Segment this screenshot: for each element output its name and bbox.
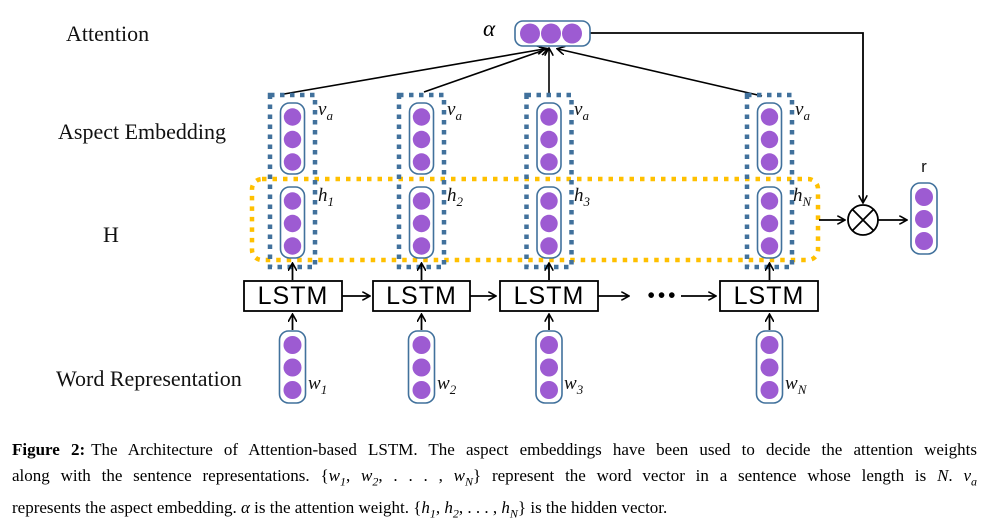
attention-line-2 — [423, 49, 547, 93]
va-label-3: va — [574, 99, 589, 123]
aspect-embedding-row-label: Aspect Embedding — [58, 119, 227, 144]
aspect-dashed-box-1 — [267, 92, 318, 270]
alpha-label: α — [483, 16, 496, 41]
w2-label: w2 — [437, 373, 457, 397]
lstm-box-2 — [372, 280, 471, 312]
va-label-2: va — [447, 99, 462, 123]
lstm-label-2: LSTM — [386, 282, 457, 310]
r-label: r — [921, 157, 927, 176]
hN-label: hN — [793, 185, 812, 209]
lstm-label-3: LSTM — [513, 282, 585, 310]
multiply-icon — [847, 204, 879, 236]
va-label-4: va — [795, 99, 810, 123]
word-vectors — [278, 330, 784, 404]
caption-line-1: Figure 2:The Architecture of Attention-b… — [12, 440, 977, 459]
attention-row-label: Attention — [66, 21, 150, 46]
aspect-dashed-box-4 — [744, 92, 795, 270]
w1-label: w1 — [308, 373, 328, 397]
column-2 — [396, 92, 447, 270]
lstm-label-4: LSTM — [733, 282, 805, 310]
architecture-diagram — [243, 20, 938, 404]
wN-label: wN — [785, 373, 807, 397]
h3-label: h3 — [574, 185, 590, 209]
va-label-1: va — [318, 99, 333, 123]
caption-line-3: represents the aspect embedding. α is th… — [12, 497, 668, 521]
figure-caption: Figure 2:The Architecture of Attention-b… — [12, 437, 977, 521]
lstm-box-3 — [499, 280, 599, 312]
r-vector — [910, 182, 938, 255]
w3-label: w3 — [564, 373, 584, 397]
h-row-label: H — [103, 222, 119, 247]
ellipsis-dots: ••• — [647, 283, 679, 307]
column-4 — [744, 92, 795, 270]
h2-label: h2 — [447, 185, 463, 209]
lstm-label-1: LSTM — [257, 282, 329, 310]
word-representation-row-label: Word Representation — [56, 366, 242, 391]
aspect-dashed-box-2 — [396, 92, 447, 270]
lstm-box-4 — [719, 280, 819, 312]
hidden-matrix-dashed-box — [249, 176, 821, 263]
column-1 — [267, 92, 318, 270]
alpha-vector — [514, 20, 591, 47]
caption-line-2: along with the sentence representations.… — [12, 465, 978, 489]
alpha-output-line — [590, 32, 863, 202]
column-3 — [524, 92, 574, 270]
attention-line-1 — [283, 49, 544, 95]
aspect-dashed-box-3 — [524, 92, 574, 270]
attention-line-4 — [558, 49, 763, 97]
h1-label: h1 — [318, 185, 334, 209]
